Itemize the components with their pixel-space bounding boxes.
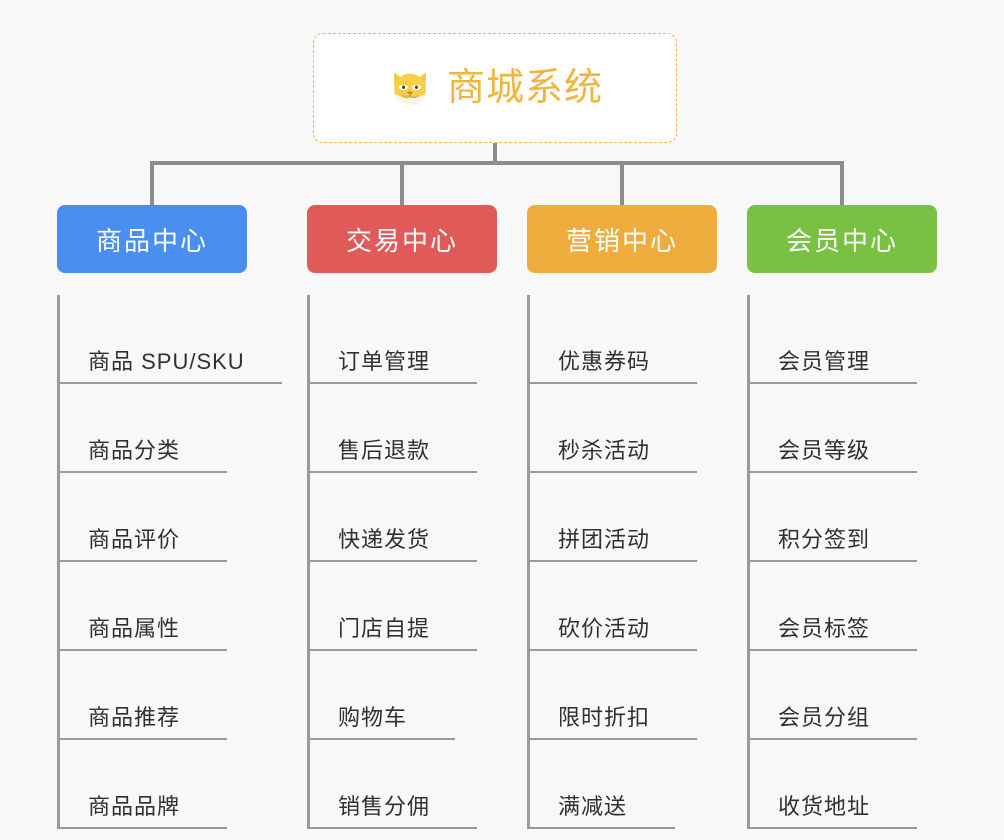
leaf-item[interactable]: 收货地址 [750, 740, 937, 829]
leaf-item-rule [750, 560, 917, 562]
leaf-item-label: 会员等级 [778, 438, 871, 463]
leaf-item[interactable]: 购物车 [310, 651, 497, 740]
leaf-item-rule [310, 738, 455, 740]
branch-header-4[interactable]: 会员中心 [747, 205, 937, 273]
leaf-item-rule [310, 382, 477, 384]
branch-column-2: 交易中心 订单管理 售后退款 快递发货 门店自提 购物车 [307, 205, 497, 829]
leaf-item-rule [530, 827, 675, 829]
root-node-title: 商城系统 [446, 67, 603, 109]
branch-column-4: 会员中心 会员管理 会员等级 积分签到 会员标签 会员分组 [747, 205, 937, 829]
branch-3-leaf-list: 优惠券码 秒杀活动 拼团活动 砍价活动 限时折扣 满减送 [527, 295, 717, 829]
branch-header-1-label: 商品中心 [95, 225, 208, 256]
leaf-item-rule [530, 382, 697, 384]
leaf-item[interactable]: 优惠券码 [530, 295, 717, 384]
connector-drop-branch-1 [150, 161, 154, 207]
connector-drop-branch-4 [840, 161, 844, 207]
leaf-item-label: 砍价活动 [558, 616, 651, 641]
leaf-item[interactable]: 会员标签 [750, 562, 937, 651]
leaf-item[interactable]: 订单管理 [310, 295, 497, 384]
branch-header-4-label: 会员中心 [785, 225, 898, 256]
leaf-item-label: 售后退款 [338, 438, 431, 463]
leaf-item-rule [530, 471, 697, 473]
leaf-item[interactable]: 商品评价 [60, 473, 247, 562]
leaf-item-rule [60, 738, 227, 740]
leaf-item-rule [310, 649, 477, 651]
leaf-item-rule [750, 738, 917, 740]
connector-horizontal-bus [150, 161, 844, 165]
leaf-item-label: 商品分类 [88, 438, 181, 463]
leaf-item-rule [60, 382, 282, 384]
leaf-item-label: 积分签到 [778, 527, 871, 552]
shiba-dog-face-icon [394, 72, 426, 106]
leaf-item-label: 销售分佣 [338, 794, 431, 819]
leaf-item-label: 会员管理 [778, 349, 871, 374]
leaf-item[interactable]: 限时折扣 [530, 651, 717, 740]
root-node-mall-system[interactable]: 商城系统 [313, 33, 677, 143]
leaf-item[interactable]: 会员等级 [750, 384, 937, 473]
branch-2-leaf-list: 订单管理 售后退款 快递发货 门店自提 购物车 销售分佣 [307, 295, 497, 829]
leaf-item[interactable]: 商品推荐 [60, 651, 247, 740]
leaf-item-rule [310, 560, 477, 562]
leaf-item[interactable]: 销售分佣 [310, 740, 497, 829]
branch-header-2[interactable]: 交易中心 [307, 205, 497, 273]
leaf-item-label: 门店自提 [338, 616, 431, 641]
branch-1-leaf-list: 商品 SPU/SKU 商品分类 商品评价 商品属性 商品推荐 商品品牌 [57, 295, 282, 829]
leaf-item-rule [310, 827, 477, 829]
leaf-item-label: 满减送 [558, 794, 628, 819]
leaf-item[interactable]: 商品 SPU/SKU [60, 295, 282, 384]
leaf-item-rule [60, 560, 227, 562]
leaf-item-label: 商品 SPU/SKU [88, 349, 245, 374]
leaf-item-rule [750, 382, 917, 384]
leaf-item[interactable]: 快递发货 [310, 473, 497, 562]
leaf-item[interactable]: 会员分组 [750, 651, 937, 740]
leaf-item-label: 商品评价 [88, 527, 181, 552]
leaf-item-label: 限时折扣 [558, 705, 651, 730]
leaf-item-rule [60, 471, 227, 473]
leaf-item-label: 商品属性 [88, 616, 181, 641]
leaf-item-rule [60, 827, 227, 829]
leaf-item-rule [530, 738, 697, 740]
leaf-item[interactable]: 会员管理 [750, 295, 937, 384]
leaf-item[interactable]: 砍价活动 [530, 562, 717, 651]
leaf-item-rule [310, 471, 477, 473]
branch-column-1: 商品中心 商品 SPU/SKU 商品分类 商品评价 商品属性 商品推荐 [57, 205, 282, 829]
leaf-item-label: 购物车 [338, 705, 408, 730]
leaf-item-label: 商品品牌 [88, 794, 181, 819]
leaf-item-label: 收货地址 [778, 794, 871, 819]
leaf-item-label: 拼团活动 [558, 527, 651, 552]
leaf-item-rule [750, 649, 917, 651]
leaf-item[interactable]: 满减送 [530, 740, 717, 829]
leaf-item-label: 优惠券码 [558, 349, 651, 374]
leaf-item[interactable]: 秒杀活动 [530, 384, 717, 473]
branch-header-3-label: 营销中心 [565, 225, 678, 256]
leaf-item[interactable]: 商品品牌 [60, 740, 247, 829]
leaf-item[interactable]: 商品属性 [60, 562, 247, 651]
leaf-item-rule [530, 560, 697, 562]
connector-drop-branch-2 [400, 161, 404, 207]
leaf-item-rule [750, 471, 917, 473]
leaf-item[interactable]: 商品分类 [60, 384, 247, 473]
branch-header-3[interactable]: 营销中心 [527, 205, 717, 273]
leaf-item-rule [530, 649, 697, 651]
leaf-item-label: 秒杀活动 [558, 438, 651, 463]
leaf-item-label: 订单管理 [338, 349, 431, 374]
leaf-item[interactable]: 积分签到 [750, 473, 937, 562]
leaf-item-label: 快递发货 [338, 527, 431, 552]
branch-header-2-label: 交易中心 [345, 225, 458, 256]
branch-column-3: 营销中心 优惠券码 秒杀活动 拼团活动 砍价活动 限时折扣 [527, 205, 717, 829]
leaf-item-rule [60, 649, 227, 651]
leaf-item-rule [750, 827, 917, 829]
leaf-item[interactable]: 拼团活动 [530, 473, 717, 562]
branch-header-1[interactable]: 商品中心 [57, 205, 247, 273]
connector-drop-branch-3 [620, 161, 624, 207]
branch-4-leaf-list: 会员管理 会员等级 积分签到 会员标签 会员分组 收货地址 [747, 295, 937, 829]
leaf-item[interactable]: 售后退款 [310, 384, 497, 473]
leaf-item-label: 会员分组 [778, 705, 871, 730]
connector-root-stem [493, 143, 497, 164]
leaf-item[interactable]: 门店自提 [310, 562, 497, 651]
leaf-item-label: 商品推荐 [88, 705, 181, 730]
leaf-item-label: 会员标签 [778, 616, 871, 641]
